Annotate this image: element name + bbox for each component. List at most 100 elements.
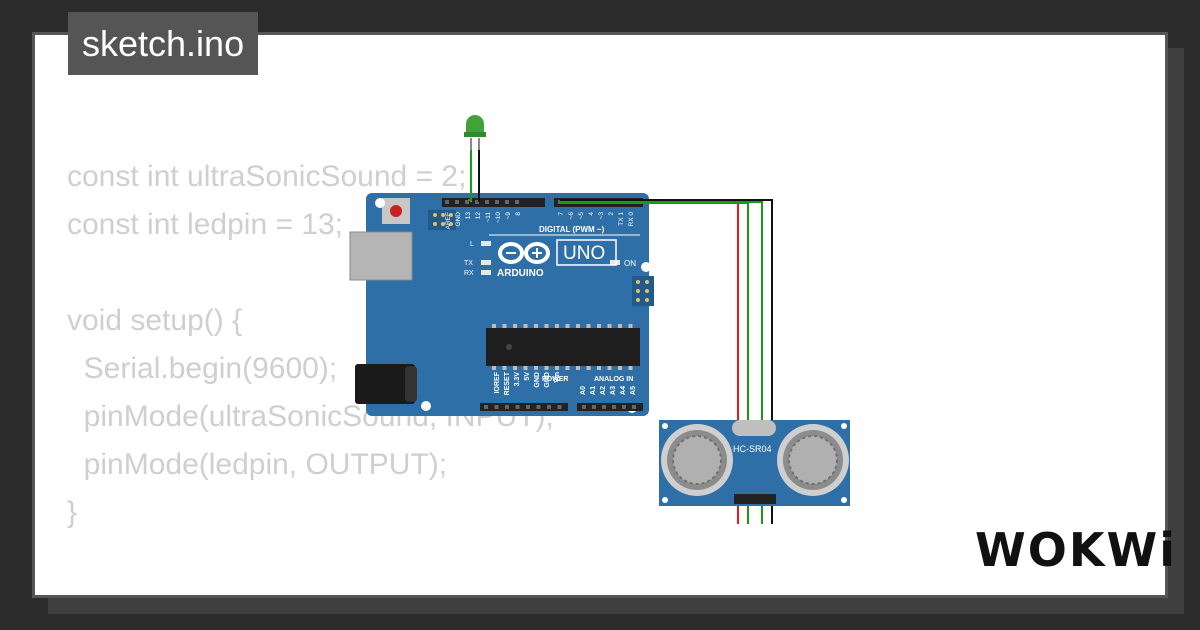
- analog-pin-label: A5: [630, 386, 637, 395]
- mount-hole: [421, 401, 431, 411]
- power-pin-label: RESET: [504, 371, 511, 395]
- digital-pin-label: 8: [515, 212, 522, 216]
- chip-pin: [502, 366, 507, 370]
- chip-pin: [565, 366, 570, 370]
- reset-button[interactable]: [390, 205, 402, 217]
- digital-pin-label: ~11: [485, 212, 492, 223]
- mount-hole: [841, 423, 847, 429]
- icsp-pin: [636, 298, 640, 302]
- power-pin-label: Vin: [554, 372, 561, 383]
- arduino-brand-text: ARDUINO: [497, 268, 544, 279]
- code-line: pinMode(ledpin, OUTPUT);: [67, 448, 448, 481]
- chip-pin: [534, 366, 538, 370]
- chip-pin: [628, 366, 633, 370]
- icsp-pin: [449, 222, 453, 226]
- chip-pin: [502, 324, 507, 328]
- analog-header-label: ANALOG IN: [594, 376, 633, 383]
- analog-pin-label: A4: [620, 386, 627, 395]
- wire-black: [560, 199, 773, 524]
- digital-pin-label: 4: [588, 212, 595, 216]
- chip-pin: [586, 366, 591, 370]
- pin-hole: [547, 405, 551, 409]
- chip-pin: [523, 366, 528, 370]
- rx-led-label: RX: [464, 270, 474, 277]
- code-line: const int ledpin = 13;: [67, 208, 344, 241]
- pin-hole: [582, 405, 586, 409]
- chip-pin: [628, 324, 633, 328]
- power-header-label: POWER: [542, 376, 568, 383]
- wire-green: [560, 201, 763, 524]
- pin-hole: [475, 200, 479, 204]
- pin-hole: [632, 405, 636, 409]
- code-background: const int ultraSonicSound = 2;const int …: [67, 153, 554, 595]
- sensor-pin-header: [734, 494, 776, 504]
- digital-pin-label: TX 1: [618, 212, 625, 226]
- pin-hole: [536, 405, 541, 409]
- mount-hole: [375, 198, 385, 208]
- power-header: [480, 403, 568, 411]
- digital-pin-label: ~3: [598, 212, 605, 220]
- uno-badge: [556, 239, 617, 266]
- code-line: void loop() {: [67, 585, 554, 595]
- pin-hole: [505, 200, 509, 204]
- mount-hole: [641, 262, 651, 272]
- chip-pin: [576, 324, 580, 328]
- uno-label: UNO: [563, 243, 605, 264]
- analog-pin-label: A0: [580, 386, 587, 395]
- power-pin-label: IOREF: [494, 371, 501, 393]
- chip-pin: [513, 366, 517, 370]
- pin-hole: [465, 200, 469, 204]
- digital-pin-label: ~5: [578, 212, 585, 220]
- digital-pin-label: AREF: [445, 212, 452, 229]
- pin-hole: [622, 405, 626, 409]
- transducer-right-mesh: [788, 435, 838, 485]
- power-pin-label: GND: [544, 372, 551, 388]
- digital-header-left: [442, 198, 545, 207]
- icsp-pin: [441, 222, 445, 226]
- led-body: [466, 115, 484, 134]
- pin-hole: [515, 200, 519, 204]
- icsp-pin: [433, 213, 437, 217]
- chip-pin: [586, 324, 591, 328]
- hc-sr04-sensor[interactable]: HC-SR04: [659, 420, 850, 506]
- pin-hole: [557, 405, 562, 409]
- power-pin-label: GND: [534, 372, 541, 388]
- icsp-pin: [645, 280, 649, 284]
- sketch-title: sketch.ino: [68, 12, 259, 75]
- pin-hole: [485, 200, 489, 204]
- chip-pin: [618, 324, 622, 328]
- analog-pin-label: A2: [600, 386, 607, 395]
- chip-pin: [544, 324, 549, 328]
- l-led: [481, 241, 491, 246]
- digital-pin-label: 7: [558, 212, 565, 216]
- icsp-pin: [636, 280, 640, 284]
- chip-pin: [607, 324, 612, 328]
- digital-pin-label: ~6: [568, 212, 575, 220]
- icsp-pin: [449, 213, 453, 217]
- digital-pin-label: 2: [608, 212, 615, 216]
- pin-hole: [445, 200, 449, 204]
- wokwi-logo: WOKWi: [975, 523, 1177, 577]
- icsp-pin: [636, 289, 640, 293]
- chip-pin: [492, 366, 496, 370]
- pin-hole: [494, 405, 499, 409]
- mount-hole: [662, 423, 668, 429]
- chip-pin: [544, 366, 549, 370]
- icsp-pin: [645, 298, 649, 302]
- icsp-pin: [433, 222, 437, 226]
- digital-header-label: DIGITAL (PWM ~): [539, 225, 605, 234]
- pin-hole: [455, 200, 459, 204]
- chip-pins: [492, 324, 633, 370]
- power-pin-label: 5V: [524, 372, 531, 381]
- bottom-pin-holes: [484, 405, 636, 409]
- pin-hole: [526, 405, 530, 409]
- digital-pin-label: GND: [455, 212, 462, 227]
- led-rim: [464, 132, 486, 137]
- green-led[interactable]: [464, 115, 486, 202]
- power-jack: [355, 364, 415, 404]
- digital-pin-label: 12: [475, 212, 482, 220]
